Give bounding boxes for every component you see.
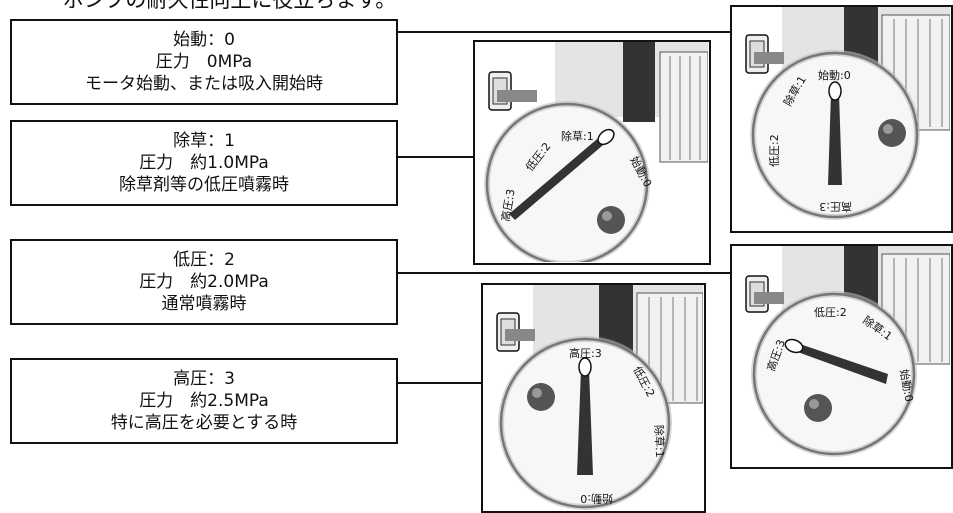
- mode-pressure: 圧力 約1.0MPa: [139, 153, 269, 173]
- dial-drawing-start: 始動:0 除草:1 低圧:2 高圧:3: [745, 7, 950, 220]
- dial-label-low: 低圧:2: [814, 306, 847, 319]
- dial-label-start: 始動:0: [580, 492, 613, 506]
- mode-use: モータ始動、または吸入開始時: [85, 74, 323, 94]
- mode-box-weed: 除草：1 圧力 約1.0MPa 除草剤等の低圧噴霧時: [10, 120, 398, 206]
- dial-label-high: 高圧:3: [498, 188, 517, 223]
- mode-title: 除草：1: [173, 131, 235, 151]
- dial-illustration-low: 低圧:2 除草:1 始動:0 高圧:3: [730, 244, 953, 469]
- dial-illustration-weed: 除草:1 始動:0 低圧:2 高圧:3: [473, 40, 711, 265]
- mode-use: 特に高圧を必要とする時: [110, 413, 298, 433]
- mode-pressure: 圧力 約2.0MPa: [139, 272, 269, 292]
- mode-box-high: 高圧：3 圧力 約2.5MPa 特に高圧を必要とする時: [10, 358, 398, 444]
- dial-drawing-high: 高圧:3 低圧:2 除草:1 始動:0: [496, 285, 703, 510]
- mode-title: 低圧：2: [173, 250, 235, 270]
- page-heading: ポンプの耐久性向上に役立ちます。: [63, 0, 397, 12]
- dial-drawing-low: 低圧:2 除草:1 始動:0 高圧:3: [745, 246, 950, 457]
- dial-label-weed: 除草:1: [561, 129, 594, 143]
- mode-box-low: 低圧：2 圧力 約2.0MPa 通常噴霧時: [10, 239, 398, 325]
- dial-label-weed: 除草:1: [652, 425, 667, 458]
- dial-label-start: 始動:0: [897, 368, 916, 403]
- mode-title: 始動：0: [173, 30, 235, 50]
- dial-illustration-high: 高圧:3 低圧:2 除草:1 始動:0: [481, 283, 706, 513]
- dial-label-high: 高圧:3: [819, 200, 852, 214]
- dial-drawing-weed: 除草:1 始動:0 低圧:2 高圧:3: [484, 42, 708, 262]
- mode-pressure: 圧力 約2.5MPa: [139, 391, 269, 411]
- mode-use: 除草剤等の低圧噴霧時: [119, 175, 289, 195]
- dial-illustration-start: 始動:0 除草:1 低圧:2 高圧:3: [730, 5, 953, 233]
- mode-title: 高圧：3: [173, 369, 235, 389]
- mode-use: 通常噴霧時: [161, 294, 247, 314]
- dial-label-start: 始動:0: [818, 68, 851, 82]
- mode-box-start: 始動：0 圧力 0MPa モータ始動、または吸入開始時: [10, 19, 398, 105]
- dial-label-low: 低圧:2: [768, 134, 781, 167]
- dial-label-high: 高圧:3: [569, 346, 602, 360]
- mode-pressure: 圧力 0MPa: [155, 52, 253, 72]
